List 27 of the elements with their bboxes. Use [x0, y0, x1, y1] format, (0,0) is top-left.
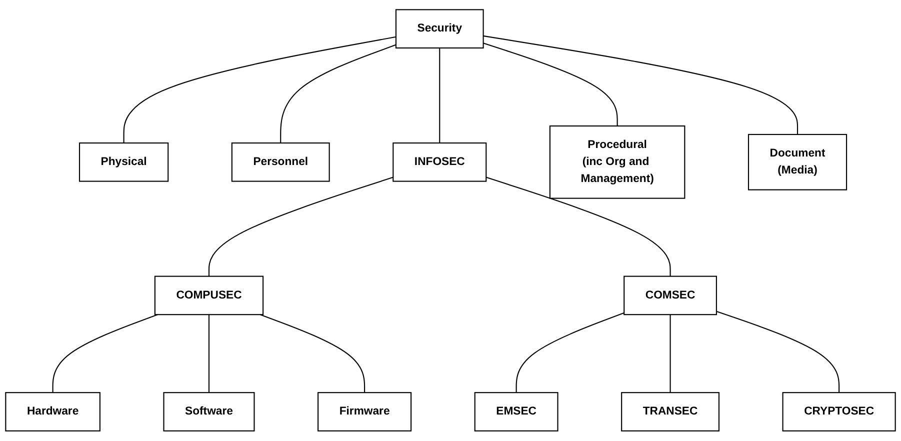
connector	[280, 44, 396, 144]
node-box: Hardware	[5, 392, 100, 432]
node-box: EMSEC	[474, 392, 558, 432]
connector	[670, 314, 671, 393]
connector	[439, 48, 440, 144]
node-box: Firmware	[318, 392, 412, 432]
connector	[260, 314, 366, 393]
connector	[52, 314, 158, 393]
node-box: INFOSEC	[392, 142, 487, 182]
connector	[208, 314, 210, 393]
node-box: COMSEC	[624, 276, 717, 316]
node-box: TRANSEC	[621, 392, 720, 432]
connector	[208, 177, 394, 277]
node-box: Personnel	[231, 142, 330, 182]
node-box: Security	[395, 9, 484, 49]
connector	[716, 311, 840, 393]
connector	[483, 36, 798, 135]
connector	[483, 42, 618, 126]
node-box: CRYPTOSEC	[782, 392, 896, 432]
connector	[486, 177, 671, 277]
node-box: Document (Media)	[748, 134, 848, 191]
node-box: COMPUSEC	[154, 276, 264, 316]
node-box: Procedural (inc Org and Management)	[549, 126, 686, 200]
connector	[516, 312, 624, 393]
node-box: Software	[163, 392, 255, 432]
connector	[123, 36, 396, 144]
node-box: Physical	[78, 142, 169, 182]
